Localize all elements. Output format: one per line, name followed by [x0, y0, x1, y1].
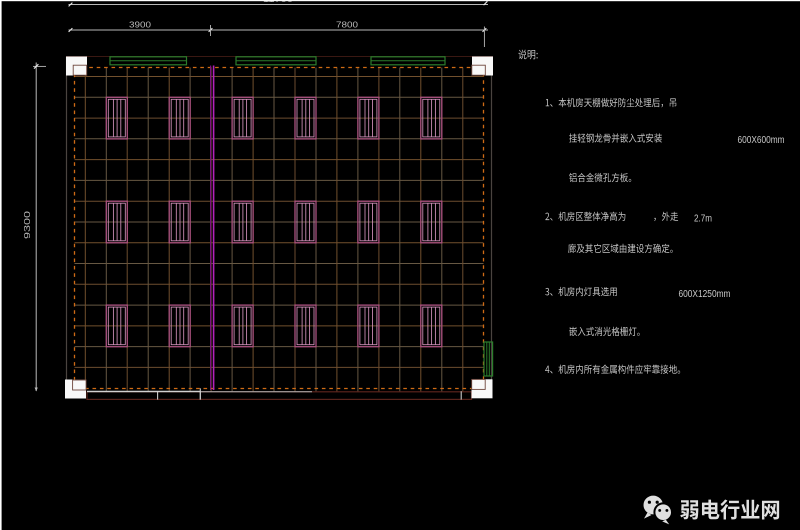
svg-text:11700: 11700 — [263, 0, 293, 4]
svg-text:9300: 9300 — [22, 211, 32, 239]
svg-text:600X600mm: 600X600mm — [738, 135, 785, 146]
svg-text:3900: 3900 — [129, 20, 151, 30]
svg-text:2.7m: 2.7m — [694, 214, 712, 225]
svg-text:7800: 7800 — [336, 20, 358, 30]
svg-text:600X1250mm: 600X1250mm — [679, 289, 731, 300]
